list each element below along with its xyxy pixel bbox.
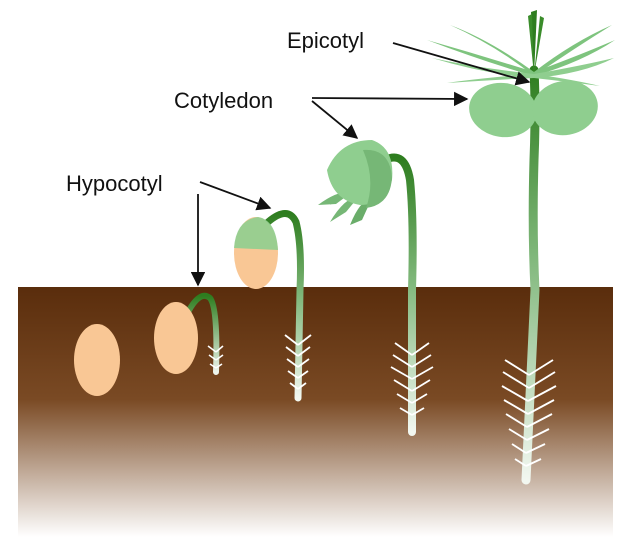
arrow-hypocotyl-to-stage3 [200,182,270,208]
label-hypocotyl: Hypocotyl [66,171,163,196]
true-leaves [427,10,615,86]
stage-seed [74,324,120,396]
seed [154,302,198,374]
cotyledons [318,140,392,225]
arrow-epicotyl [393,43,529,82]
seed [74,324,120,396]
label-cotyledon: Cotyledon [174,88,273,113]
arrow-cotyledon-to-stage4 [312,101,357,138]
label-epicotyl: Epicotyl [287,28,364,53]
seed-with-cotyledon [234,217,278,289]
arrow-cotyledon-to-stage5 [312,98,467,99]
